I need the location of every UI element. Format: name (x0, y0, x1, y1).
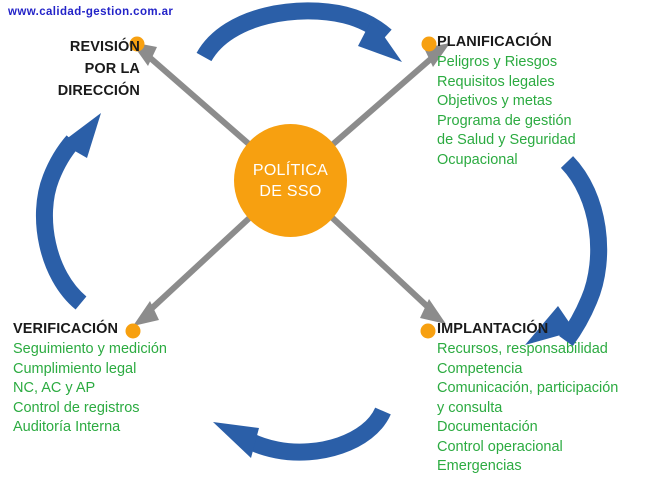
node-item-line: de Salud y Seguridad (437, 132, 576, 148)
node-revision-title-line2: POR LA (84, 61, 140, 77)
node-item-line: Control operacional (437, 438, 563, 455)
node-item-line: Programa de gestión (437, 112, 572, 129)
node-verificacion-title: VERIFICACIÓN (13, 321, 119, 337)
node-item-line: Objetivos y metas (437, 93, 553, 109)
spoke-to-revision (131, 42, 260, 155)
spoke-to-verificacion (133, 207, 261, 326)
bottom-arrow (213, 406, 391, 461)
node-item-line: Competencia (437, 360, 523, 377)
node-item-line: y consulta (437, 399, 503, 416)
watermark-url: www.calidad-gestion.com.ar (8, 6, 174, 18)
node-revision-por-la-direccion: REVISIÓN POR LA DIRECCIÓN (0, 36, 140, 102)
node-item-line: Recursos, responsabilidad (437, 341, 608, 357)
node-dot-revision (129, 36, 145, 52)
node-item-line: NC, AC y AP (13, 380, 96, 396)
node-dot-verificacion (125, 323, 141, 339)
node-revision-title-line3: DIRECCIÓN (57, 83, 140, 99)
top-arrow (196, 2, 402, 62)
node-item-line: Documentación (437, 419, 538, 435)
center-label-line1: POLÍTICA (252, 161, 329, 179)
left-arrow (35, 113, 101, 310)
node-item-line: Ocupacional (437, 151, 518, 168)
right-arrow (525, 156, 608, 346)
node-dot-implantacion (420, 323, 436, 339)
center-policy-circle: POLÍTICA DE SSO (234, 124, 347, 237)
spoke-to-implantacion (321, 207, 446, 324)
node-item-line: Cumplimiento legal (13, 360, 137, 377)
node-revision-title-line1: REVISIÓN (69, 39, 140, 55)
node-implantacion-title: IMPLANTACIÓN (437, 321, 549, 337)
node-item-line: Seguimiento y medición (13, 341, 167, 357)
center-label-line2: DE SSO (259, 182, 322, 200)
node-item-line: Comunicación, participación (437, 380, 619, 396)
node-item-line: Peligros y Riesgos (437, 54, 558, 70)
node-item-line: Auditoría Interna (13, 419, 121, 435)
node-planificacion-title: PLANIFICACIÓN (437, 34, 552, 50)
node-item-line: Control de registros (13, 399, 140, 416)
node-item-line: Requisitos legales (437, 73, 555, 90)
spoke-to-planificacion (322, 43, 450, 155)
node-item-line: Emergencias (437, 458, 522, 474)
node-dot-planificacion (421, 36, 437, 52)
